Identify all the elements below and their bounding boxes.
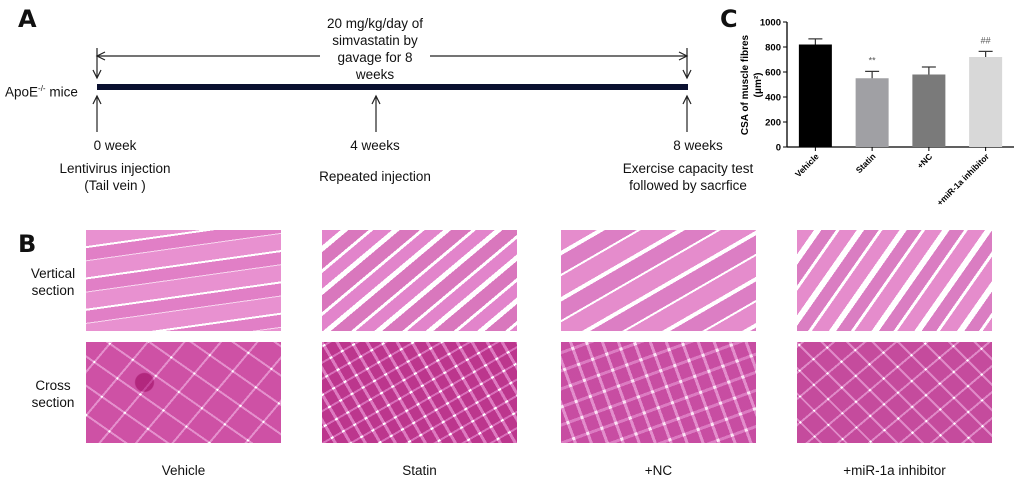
group-label-vehicle: Vehicle: [161, 463, 206, 478]
treatment-line: weeks: [355, 67, 395, 82]
subject-label: ApoE-/- mice: [5, 80, 78, 101]
timepoint-event: Lentivirus injection: [59, 161, 171, 176]
timepoint-time: 0 week: [93, 138, 137, 153]
panel-label-b: B: [18, 230, 37, 258]
treatment-line: 20 mg/kg/day of: [326, 16, 424, 31]
timepoint-event: Exercise capacity test: [622, 161, 754, 176]
treatment-label: 20 mg/kg/day of simvastatin by gavage fo…: [310, 15, 440, 83]
timepoint-week8: 8 weeks Exercise capacity test followed …: [603, 137, 773, 194]
histology-statin-vertical: [322, 230, 517, 331]
group-label-nc: +NC: [644, 463, 673, 478]
y-axis-unit: (μm²): [753, 73, 764, 98]
row-label-line: section: [31, 395, 75, 410]
timepoint-time: 8 weeks: [673, 138, 723, 153]
significance-marker: **: [869, 55, 877, 65]
subject-name: ApoE: [5, 84, 39, 100]
x-tick-label: Statin: [854, 151, 878, 175]
histology-vehicle-cross: [86, 342, 281, 443]
treatment-line: simvastatin by: [332, 33, 418, 48]
bar: [855, 78, 889, 147]
y-tick-label: 0: [776, 143, 781, 154]
y-axis-label: CSA of muscle fibres: [740, 34, 751, 135]
bar: [912, 74, 946, 147]
timepoint-event: followed by sacrfice: [629, 178, 747, 193]
row-label-line: section: [31, 283, 75, 298]
group-label-statin: Statin: [402, 463, 437, 478]
panel-label-a: A: [18, 5, 37, 33]
histology-statin-cross: [322, 342, 517, 443]
x-tick-label: +miR-1a inhibitor: [935, 151, 992, 208]
y-tick-label: 1000: [760, 18, 781, 29]
histology-inhibitor-cross: [797, 342, 992, 443]
x-tick-label: Vehicle: [793, 151, 821, 179]
panel-label-c: C: [720, 5, 738, 33]
x-tick-label: +NC: [915, 151, 934, 170]
histology-vehicle-vertical: [86, 230, 281, 331]
histology-nc-cross: [561, 342, 756, 443]
subject-suffix: mice: [45, 84, 78, 100]
timepoint-time: 4 weeks: [350, 138, 400, 153]
histology-nc-vertical: [561, 230, 756, 331]
timepoint-event: Repeated injection: [319, 169, 431, 184]
timepoint-event: (Tail vein ): [84, 178, 146, 193]
subject-genotype: -/-: [38, 84, 46, 93]
timepoint-week4: 4 weeks Repeated injection: [300, 137, 450, 185]
group-label-inhibitor: +miR-1a inhibitor: [843, 463, 946, 478]
treatment-line: gavage for 8: [337, 50, 413, 65]
histology-inhibitor-vertical: [797, 230, 992, 331]
row-label-line: Cross: [35, 378, 71, 393]
row-label-line: Vertical: [30, 266, 76, 281]
y-tick-label: 400: [765, 93, 781, 104]
significance-marker: ##: [981, 35, 991, 45]
bar: [798, 44, 832, 147]
timeline-diagram: [92, 48, 692, 132]
timepoint-week0: 0 week Lentivirus injection (Tail vein ): [40, 137, 190, 194]
row-label-cross: Cross section: [22, 377, 84, 411]
y-tick-label: 600: [765, 68, 781, 79]
row-label-vertical: Vertical section: [22, 265, 84, 299]
y-tick-label: 800: [765, 43, 781, 54]
bar: [969, 57, 1003, 147]
y-tick-label: 200: [765, 118, 781, 129]
